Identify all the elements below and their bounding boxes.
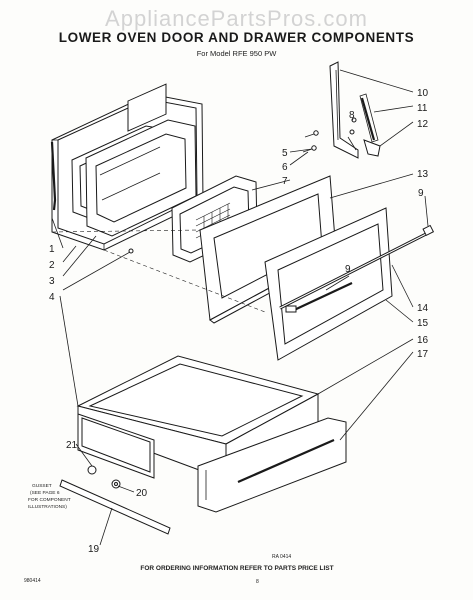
callout-9-lower: 9 — [345, 264, 351, 275]
drawer-front-panel — [197, 417, 347, 513]
inner-door-panel — [85, 83, 197, 237]
door-screws — [128, 130, 319, 254]
gusset-note-line-3: FOR COMPONENT — [28, 497, 71, 503]
document-number: 980414 — [24, 578, 41, 584]
callout-19: 19 — [88, 544, 100, 555]
gusset-note: GUSSET (SEE PAGE 6 FOR COMPONENT ILLUSTR… — [28, 483, 71, 510]
callout-2: 2 — [49, 260, 55, 271]
callout-16: 16 — [417, 335, 429, 346]
ordering-footer: FOR ORDERING INFORMATION REFER TO PARTS … — [140, 565, 333, 572]
callout-11: 11 — [417, 103, 428, 114]
callout-13: 13 — [417, 169, 429, 180]
callout-4: 4 — [49, 292, 55, 303]
callout-7: 7 — [282, 176, 288, 187]
window-insulation-pack — [171, 175, 258, 263]
callout-3: 3 — [49, 276, 55, 287]
callout-numbers: 1 2 3 4 5 6 7 8 9 9 10 11 12 13 14 15 16… — [49, 88, 429, 555]
model-subtitle: For Model RFE 950 PW — [196, 49, 277, 58]
hinge-assembly — [329, 61, 381, 159]
page-number: 8 — [256, 579, 259, 585]
callout-20: 20 — [136, 488, 148, 499]
callout-14: 14 — [417, 303, 429, 314]
callout-10: 10 — [417, 88, 429, 99]
watermark: AppliancePartsPros.com — [105, 6, 368, 31]
gusset-note-line-4: ILLUSTRATIONS) — [28, 504, 67, 510]
callout-12: 12 — [417, 119, 429, 130]
callout-8: 8 — [349, 110, 355, 121]
gusset-note-line-2: (SEE PAGE 6 — [30, 490, 60, 496]
gusset-note-line-1: GUSSET — [32, 483, 52, 489]
diagram-title: LOWER OVEN DOOR AND DRAWER COMPONENTS — [58, 30, 415, 45]
drawer-glide-parts — [59, 465, 171, 535]
leader-lines — [51, 69, 429, 546]
callout-1: 1 — [49, 244, 55, 255]
callout-15: 15 — [417, 318, 429, 329]
drawing-code: RA 0414 — [272, 554, 291, 560]
callout-5: 5 — [282, 148, 288, 159]
callout-9-upper: 9 — [418, 188, 424, 199]
callout-17: 17 — [417, 349, 429, 360]
door-handle-rod — [279, 224, 435, 310]
callout-21: 21 — [66, 440, 78, 451]
callout-6: 6 — [282, 162, 288, 173]
